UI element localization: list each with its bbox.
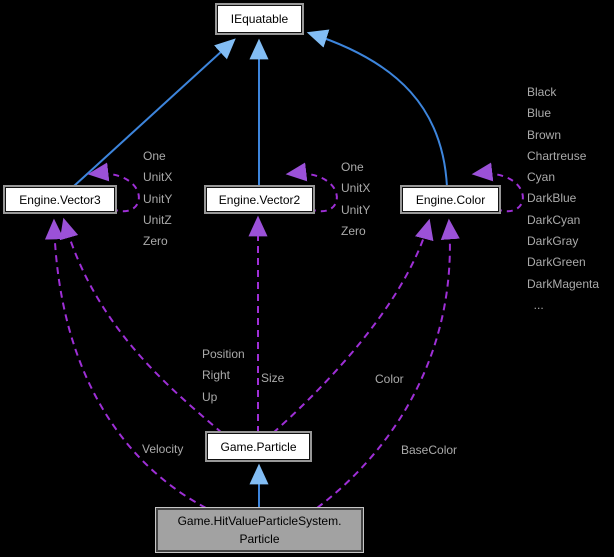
edge-hitvalue-uses-color-basecolor (316, 218, 460, 509)
edge-label-size: Size (261, 371, 285, 385)
node-game-hitvalueparticlesystem-particle[interactable]: Game.HitValueParticleSystem. Particle (155, 507, 364, 553)
edge-label-color: Color (375, 372, 404, 386)
node-game-particle[interactable]: Game.Particle (205, 431, 312, 462)
edge-color-inherits-iequatable (306, 29, 448, 188)
edge-hitvalue-uses-vector3-velocity (44, 218, 207, 509)
member-list-vector2: One UnitX UnitY Zero (341, 160, 371, 238)
edge-label-velocity: Velocity (142, 442, 184, 456)
edge-vector3-inherits-iequatable (73, 38, 236, 187)
edge-color-self-loop (471, 162, 524, 213)
edge-vector3-self-loop (87, 162, 140, 213)
member-list-color: Black Blue Brown Chartreuse Cyan DarkBlu… (527, 85, 600, 312)
edge-particle-uses-color (272, 218, 434, 434)
node-iequatable[interactable]: IEquatable (215, 3, 304, 35)
member-list-vector3: One UnitX UnitY UnitZ Zero (143, 149, 173, 249)
node-engine-color[interactable]: Engine.Color (400, 185, 501, 214)
edge-label-basecolor: BaseColor (401, 443, 458, 457)
node-engine-vector3[interactable]: Engine.Vector3 (3, 185, 117, 214)
edge-vector2-self-loop (285, 162, 338, 213)
node-engine-vector2[interactable]: Engine.Vector2 (204, 185, 315, 214)
edge-particle-uses-vector3 (59, 217, 223, 434)
edge-label-position-right-up: Position Right Up (202, 347, 245, 404)
